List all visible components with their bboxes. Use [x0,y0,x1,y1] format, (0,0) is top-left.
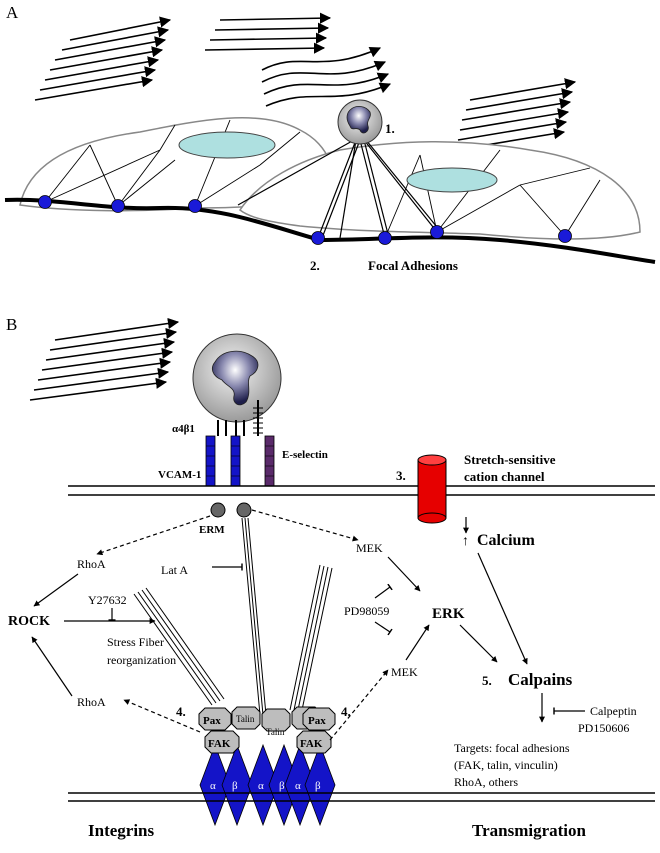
signaling-arrows [31,509,585,741]
targets-line-1: Targets: focal adhesions [454,741,570,755]
calpeptin-label: Calpeptin [590,704,637,718]
stress-fiber-2: reorganization [107,653,176,667]
alpha-1: α [210,780,216,792]
flow-arrows-a-middle [204,12,392,107]
membrane-bottom [68,792,655,802]
targets-line-3: RhoA, others [454,775,518,789]
step-1-label: 1. [385,121,395,136]
step-2-label: 2. [310,258,320,273]
fak-left: FAK [208,738,231,750]
mek-top: MEK [356,541,383,555]
pax-right: Pax [308,715,326,727]
erm-label: ERM [199,524,225,536]
transmigration-label: Transmigration [472,821,587,840]
beta-3: β [315,780,321,792]
talin-1: Talin [236,714,255,724]
calpains-label: Calpains [508,670,573,689]
leukocyte-a [237,99,442,239]
flow-arrows-b [29,317,180,401]
step-3-label: 3. [396,468,406,483]
rhoa-top: RhoA [77,557,106,571]
beta-2: β [279,780,285,792]
integrins-label: Integrins [88,821,155,840]
focal-adhesions-label: Focal Adhesions [368,258,458,273]
talin-2: Talin [266,727,285,737]
pd98059-label: PD98059 [344,604,389,618]
a4b1-label: α4β1 [172,423,195,435]
integrins [199,743,336,827]
step-4-left: 4. [176,704,186,719]
panel-a-letter: A [6,3,19,22]
calcium-arrow: ↑ [462,534,469,549]
beta-1: β [232,780,238,792]
actin-bundles [133,517,333,716]
lata-label: Lat A [161,563,188,577]
pax-left: Pax [203,715,221,727]
nucleus-left [178,131,276,159]
channel-label-1: Stretch-sensitive [464,452,556,467]
flow-arrows-a-right [455,78,577,151]
cation-channel [417,454,447,524]
pd150606-label: PD150606 [578,721,629,735]
targets-line-2: (FAK, talin, vinculin) [454,758,558,772]
channel-label-2: cation channel [464,469,545,484]
nucleus-right [406,167,498,193]
endothelial-cell-left [19,117,333,212]
y27632-label: Y27632 [88,593,127,607]
alpha-2: α [258,780,264,792]
erk-label: ERK [432,606,465,622]
step-5-label: 5. [482,673,492,688]
leukocyte-b [192,333,282,423]
fa-proteins [198,706,336,754]
alpha-3: α [295,780,301,792]
membrane-top [68,485,655,496]
erm-dot-right [236,502,252,518]
erm-dot-left [210,502,226,518]
eselectin-label: E-selectin [282,449,328,461]
rhoa-bottom: RhoA [77,695,106,709]
vcam1-label: VCAM-1 [158,469,201,481]
flow-arrows-a-left [34,16,172,101]
focal-adhesion-dots [38,195,572,245]
stress-fiber-1: Stress Fiber [107,635,164,649]
fak-right: FAK [300,738,323,750]
mek-bottom: MEK [391,665,418,679]
rock-label: ROCK [8,614,50,629]
panel-b-letter: B [6,315,17,334]
receptors [205,400,275,487]
endothelial-cell-right [238,141,641,240]
step-4-right: 4. [341,704,351,719]
calcium-label: Calcium [477,532,535,549]
